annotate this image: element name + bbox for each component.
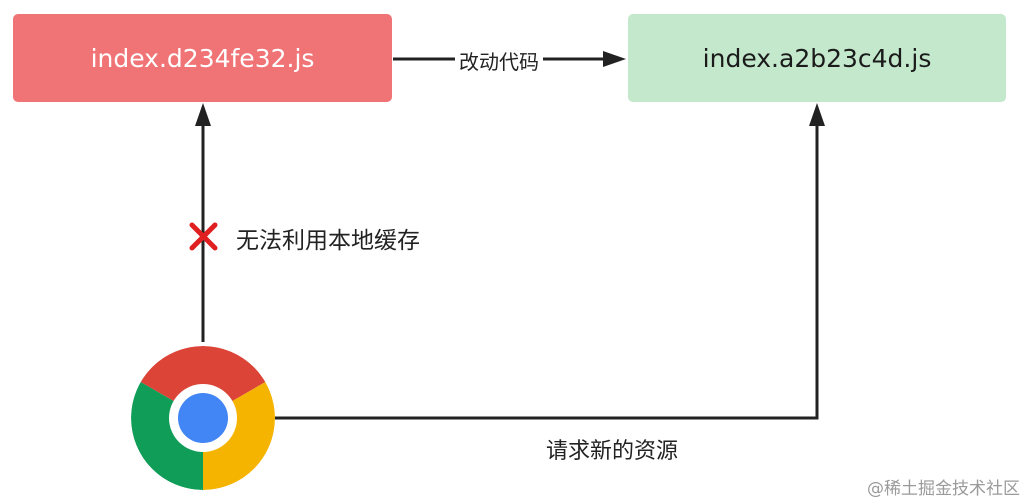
old-file-label: index.d234fe32.js bbox=[90, 43, 315, 73]
change-code-arrowhead bbox=[603, 51, 626, 67]
change-code-label: 改动代码 bbox=[455, 46, 543, 75]
new-file-node: index.a2b23c4d.js bbox=[628, 14, 1006, 102]
request-arrow-line bbox=[268, 124, 819, 420]
watermark: @稀土掘金技术社区 bbox=[867, 479, 1020, 499]
old-file-node: index.d234fe32.js bbox=[13, 14, 392, 102]
new-file-label: index.a2b23c4d.js bbox=[702, 43, 932, 73]
request-new-resource-label: 请求新的资源 bbox=[546, 439, 679, 464]
cache-arrowhead bbox=[195, 103, 211, 126]
cannot-use-cache-label: 无法利用本地缓存 bbox=[236, 228, 420, 254]
request-arrowhead bbox=[809, 103, 825, 126]
